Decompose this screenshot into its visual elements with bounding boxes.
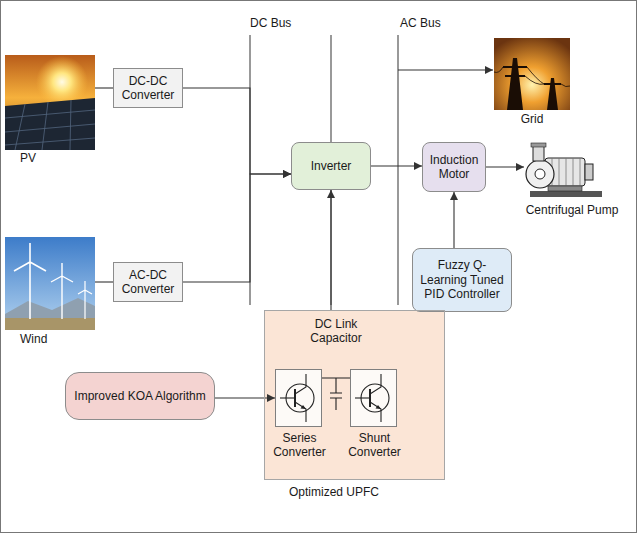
motor-box: Induction Motor — [422, 142, 486, 192]
converter-box: DC-DC Converter — [113, 68, 183, 108]
node-text: Series Converter — [260, 431, 339, 460]
pump-base — [530, 191, 602, 197]
bus-label: AC Bus — [400, 16, 441, 30]
node-text: Inverter — [296, 159, 366, 173]
pylon — [544, 78, 561, 110]
grid-sky — [494, 38, 570, 110]
connector — [183, 174, 291, 282]
pump-outlet — [533, 145, 544, 161]
connector — [183, 88, 291, 174]
power-lines — [494, 67, 570, 87]
connector — [330, 190, 331, 310]
wind-sky — [5, 237, 95, 330]
picture-node: Centrifugal Pump — [524, 140, 620, 217]
pv-picture — [5, 55, 95, 150]
converter-fill — [350, 369, 397, 427]
wind-turbine — [78, 281, 92, 319]
inverter-box: Inverter — [291, 142, 371, 190]
capacitor-symbol — [322, 378, 350, 410]
picture-node: PV — [5, 55, 95, 165]
pump-inlet — [535, 169, 545, 179]
node-text: Improved KOA Algorithm — [70, 389, 210, 403]
node-text: DC Link Capacitor — [296, 317, 376, 346]
upfc-box: DC Link CapacitorOptimized UPFCSeries Co… — [264, 310, 445, 480]
solar-panels — [5, 98, 95, 150]
node-text: Wind — [20, 332, 95, 346]
node-text: Centrifugal Pump — [524, 203, 620, 217]
converter-box: Series Converter — [275, 369, 322, 427]
node-text: Shunt Converter — [335, 431, 414, 460]
controller-box: Fuzzy Q- Learning Tuned PID Controller — [412, 248, 512, 312]
outlet-flange — [531, 143, 546, 147]
motor-fins — [552, 158, 580, 186]
connector — [95, 281, 113, 282]
node-text: PV — [20, 151, 95, 165]
wind-turbine — [14, 243, 46, 319]
converter-fill — [275, 369, 322, 427]
node-text: Optimized UPFC — [274, 485, 394, 499]
ground — [5, 318, 95, 330]
connector — [95, 87, 113, 88]
transistor-symbol — [355, 374, 389, 422]
connector — [453, 192, 454, 248]
node-text: DC-DC Converter — [118, 74, 178, 103]
pv-sky — [5, 55, 95, 150]
bus-label: DC Bus — [250, 16, 291, 30]
wind-picture — [5, 237, 95, 330]
node-text: AC-DC Converter — [118, 268, 178, 297]
picture-node: Wind — [5, 237, 95, 346]
pump-picture — [526, 143, 602, 197]
panel-grid — [5, 100, 95, 150]
wind-turbine — [51, 263, 73, 319]
node-text: Grid — [494, 112, 570, 126]
node-text: Fuzzy Q- Learning Tuned PID Controller — [417, 258, 507, 301]
motor-feet — [548, 186, 582, 191]
algorithm-box: Improved KOA Algorithm — [65, 372, 215, 420]
pylon — [503, 58, 527, 110]
motor-cap — [585, 164, 593, 180]
hills — [5, 298, 95, 330]
connector — [371, 165, 422, 166]
grid-feed-arrow — [398, 69, 493, 70]
transistor-symbol — [280, 374, 314, 422]
converter-box: AC-DC Converter — [113, 262, 183, 302]
connector — [215, 397, 275, 398]
pump-volute — [526, 160, 554, 188]
ac-bus-line — [397, 35, 398, 305]
converter-box: Shunt Converter — [350, 369, 397, 427]
node-text: Induction Motor — [427, 153, 481, 182]
connector — [486, 166, 524, 167]
grid-picture — [494, 38, 570, 110]
picture-node: Grid — [494, 38, 570, 126]
